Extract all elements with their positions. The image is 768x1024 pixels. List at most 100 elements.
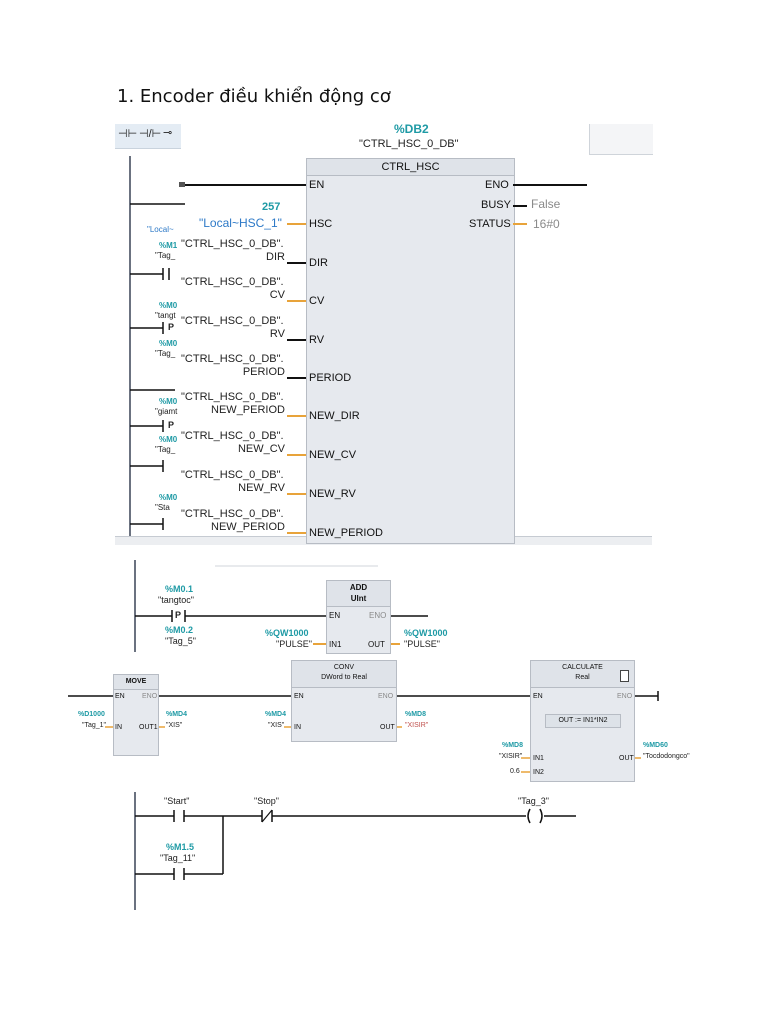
hsc-pin-tag-db: "CTRL_HSC_0_DB".: [181, 508, 284, 520]
calculate-in1-tag: "XISIR": [499, 753, 523, 760]
coil-tool-icon[interactable]: ⊸: [163, 127, 173, 139]
conv-out-tag: "XISIR": [405, 722, 429, 729]
calculate-title: CALCULATE Real: [531, 661, 634, 688]
add-block[interactable]: ADD UInt: [326, 580, 391, 654]
hsc-pin: HSC: [309, 218, 333, 230]
editor-side-panel: [589, 124, 653, 155]
left-contact-tag: "tangt: [155, 311, 176, 320]
hsc-input-pin: NEW_CV: [309, 449, 357, 461]
ctrl-hsc-block[interactable]: CTRL_HSC: [306, 158, 515, 544]
conv-title-line2: DWord to Real: [321, 674, 367, 681]
busy-value: False: [531, 197, 561, 211]
section-heading: 1. Encoder điều khiển động cơ: [117, 86, 391, 107]
contact-tag: "tangtoc": [158, 595, 194, 605]
calc-wires: [68, 691, 659, 773]
left-contact-address: %M0: [159, 435, 178, 444]
add-eno-pin: ENO: [369, 611, 387, 620]
start-contact-tag: "Start": [164, 796, 190, 806]
ladder-network-start-stop: "Start" "Stop" "Tag_3" %M1.5 "Tag_11": [130, 792, 590, 912]
left-contact-tag: "giamt: [155, 407, 178, 416]
hsc-value: 257: [262, 201, 281, 213]
ladder-toolbar: [115, 124, 181, 149]
calculator-icon[interactable]: [620, 670, 629, 682]
hsc-pin-tag-member: RV: [269, 328, 285, 340]
calculate-in1-pin: IN1: [533, 755, 544, 762]
hsc-input-pin: NEW_DIR: [309, 410, 360, 422]
p-edge-label: P: [168, 420, 175, 430]
move-out-address: %MD4: [166, 711, 188, 718]
conv-out-pin: OUT: [380, 724, 395, 731]
conv-in-pin: IN: [294, 724, 301, 731]
add-out-pin: OUT: [368, 640, 385, 649]
formula-field[interactable]: OUT := IN1*IN2: [545, 714, 621, 728]
conv-block[interactable]: CONV DWord to Real: [291, 660, 397, 742]
left-contact-tag: "Tag_: [155, 445, 176, 454]
move-in-tag: "Tag_1": [82, 722, 107, 729]
start-stop-wires: [134, 792, 576, 910]
p-edge-label: P: [168, 322, 175, 332]
left-contact-tag: "Tag_: [155, 251, 176, 260]
hsc-pin-tag-member: NEW_PERIOD: [211, 521, 285, 533]
calculate-in2-pin: IN2: [533, 769, 544, 776]
hsc-pin-tag-member: NEW_PERIOD: [211, 404, 285, 416]
hsc-input-pin: RV: [309, 334, 325, 346]
move-eno-pin: ENO: [142, 693, 158, 700]
left-contact-address: %M0: [159, 301, 178, 310]
calculate-title-line1: CALCULATE: [562, 664, 603, 671]
move-out-pin: OUT1: [139, 724, 158, 731]
ladder-network-calc: MOVE EN ENO IN OUT1 %D1000 "Tag_1" %MD4 …: [68, 658, 698, 784]
hsc-input-pin: PERIOD: [309, 372, 352, 384]
hsc-input-pin: NEW_PERIOD: [309, 527, 383, 539]
conv-eno-pin: ENO: [378, 693, 394, 700]
hsc-pin-tag-member: NEW_CV: [237, 443, 285, 455]
hsc-pin-tag-db: "CTRL_HSC_0_DB".: [181, 315, 284, 327]
hsc-input-pin: CV: [309, 295, 325, 307]
move-en-pin: EN: [115, 693, 125, 700]
edge-tag: "Tag_5": [165, 636, 196, 646]
busy-pin: BUSY: [481, 199, 511, 211]
left-contact-tag: "Tag_: [155, 349, 176, 358]
eno-pin: ENO: [485, 179, 509, 191]
hsc-pin-tag-db: "CTRL_HSC_0_DB".: [181, 238, 284, 250]
add-in1-pin: IN1: [329, 640, 342, 649]
calculate-out-address: %MD60: [643, 742, 668, 749]
ladder-network-hsc: ⊣⊢ ⊣/⊢ ⊸ %DB2 "CTRL_HSC_0_DB" CTRL_HSC: [115, 116, 653, 546]
hsc-pin-tag-member: DIR: [266, 251, 285, 263]
en-pin: EN: [309, 179, 325, 191]
hsc-tag: "Local~HSC_1": [199, 216, 282, 230]
calculate-out-tag: "Tocdodongco": [643, 753, 690, 760]
calculate-out-pin: OUT: [619, 755, 634, 762]
contact-address: %M0.1: [165, 584, 194, 594]
add-en-pin: EN: [329, 611, 341, 620]
add-title-line1: ADD: [349, 583, 368, 592]
left-contact-address: %M0: [159, 493, 178, 502]
edge-address: %M0.2: [165, 625, 194, 635]
left-contact-address: %M0: [159, 397, 178, 406]
hsc-pin-tag-db: "CTRL_HSC_0_DB".: [181, 430, 284, 442]
add-in1-tag: "PULSE": [276, 639, 312, 649]
seal-in-address: %M1.5: [166, 842, 195, 852]
hsc-pin-tag-db: "CTRL_HSC_0_DB".: [181, 391, 284, 403]
calculate-in2-value: 0.6: [510, 768, 520, 775]
add-out-tag: "PULSE": [404, 639, 440, 649]
left-contact-address: %M0: [159, 339, 178, 348]
status-value: 16#0: [533, 217, 560, 231]
move-in-address: %D1000: [78, 711, 105, 718]
add-wires: [134, 560, 428, 652]
add-out-address: %QW1000: [404, 628, 448, 638]
status-pin: STATUS: [469, 218, 511, 230]
hsc-pin-tag-member: CV: [269, 289, 285, 301]
add-in1-address: %QW1000: [265, 628, 309, 638]
move-in-pin: IN: [115, 724, 122, 731]
hsc-pin-tag-db: "CTRL_HSC_0_DB".: [181, 276, 284, 288]
conv-title-line1: CONV: [333, 664, 355, 671]
no-contact-tool-icon[interactable]: ⊣⊢: [118, 128, 138, 140]
left-contact-address: %M1: [159, 241, 178, 250]
nc-contact-tool-icon[interactable]: ⊣/⊢: [139, 128, 162, 140]
move-block[interactable]: MOVE: [113, 674, 159, 756]
ladder-network-add: %M0.1 "tangtoc" P %M0.2 "Tag_5" ADD UInt…: [130, 560, 460, 654]
conv-en-pin: EN: [294, 693, 304, 700]
calculate-block[interactable]: CALCULATE Real OUT := IN1*IN2: [530, 660, 635, 782]
add-title: ADD UInt: [327, 581, 390, 607]
instance-db-name: "CTRL_HSC_0_DB": [359, 138, 459, 150]
